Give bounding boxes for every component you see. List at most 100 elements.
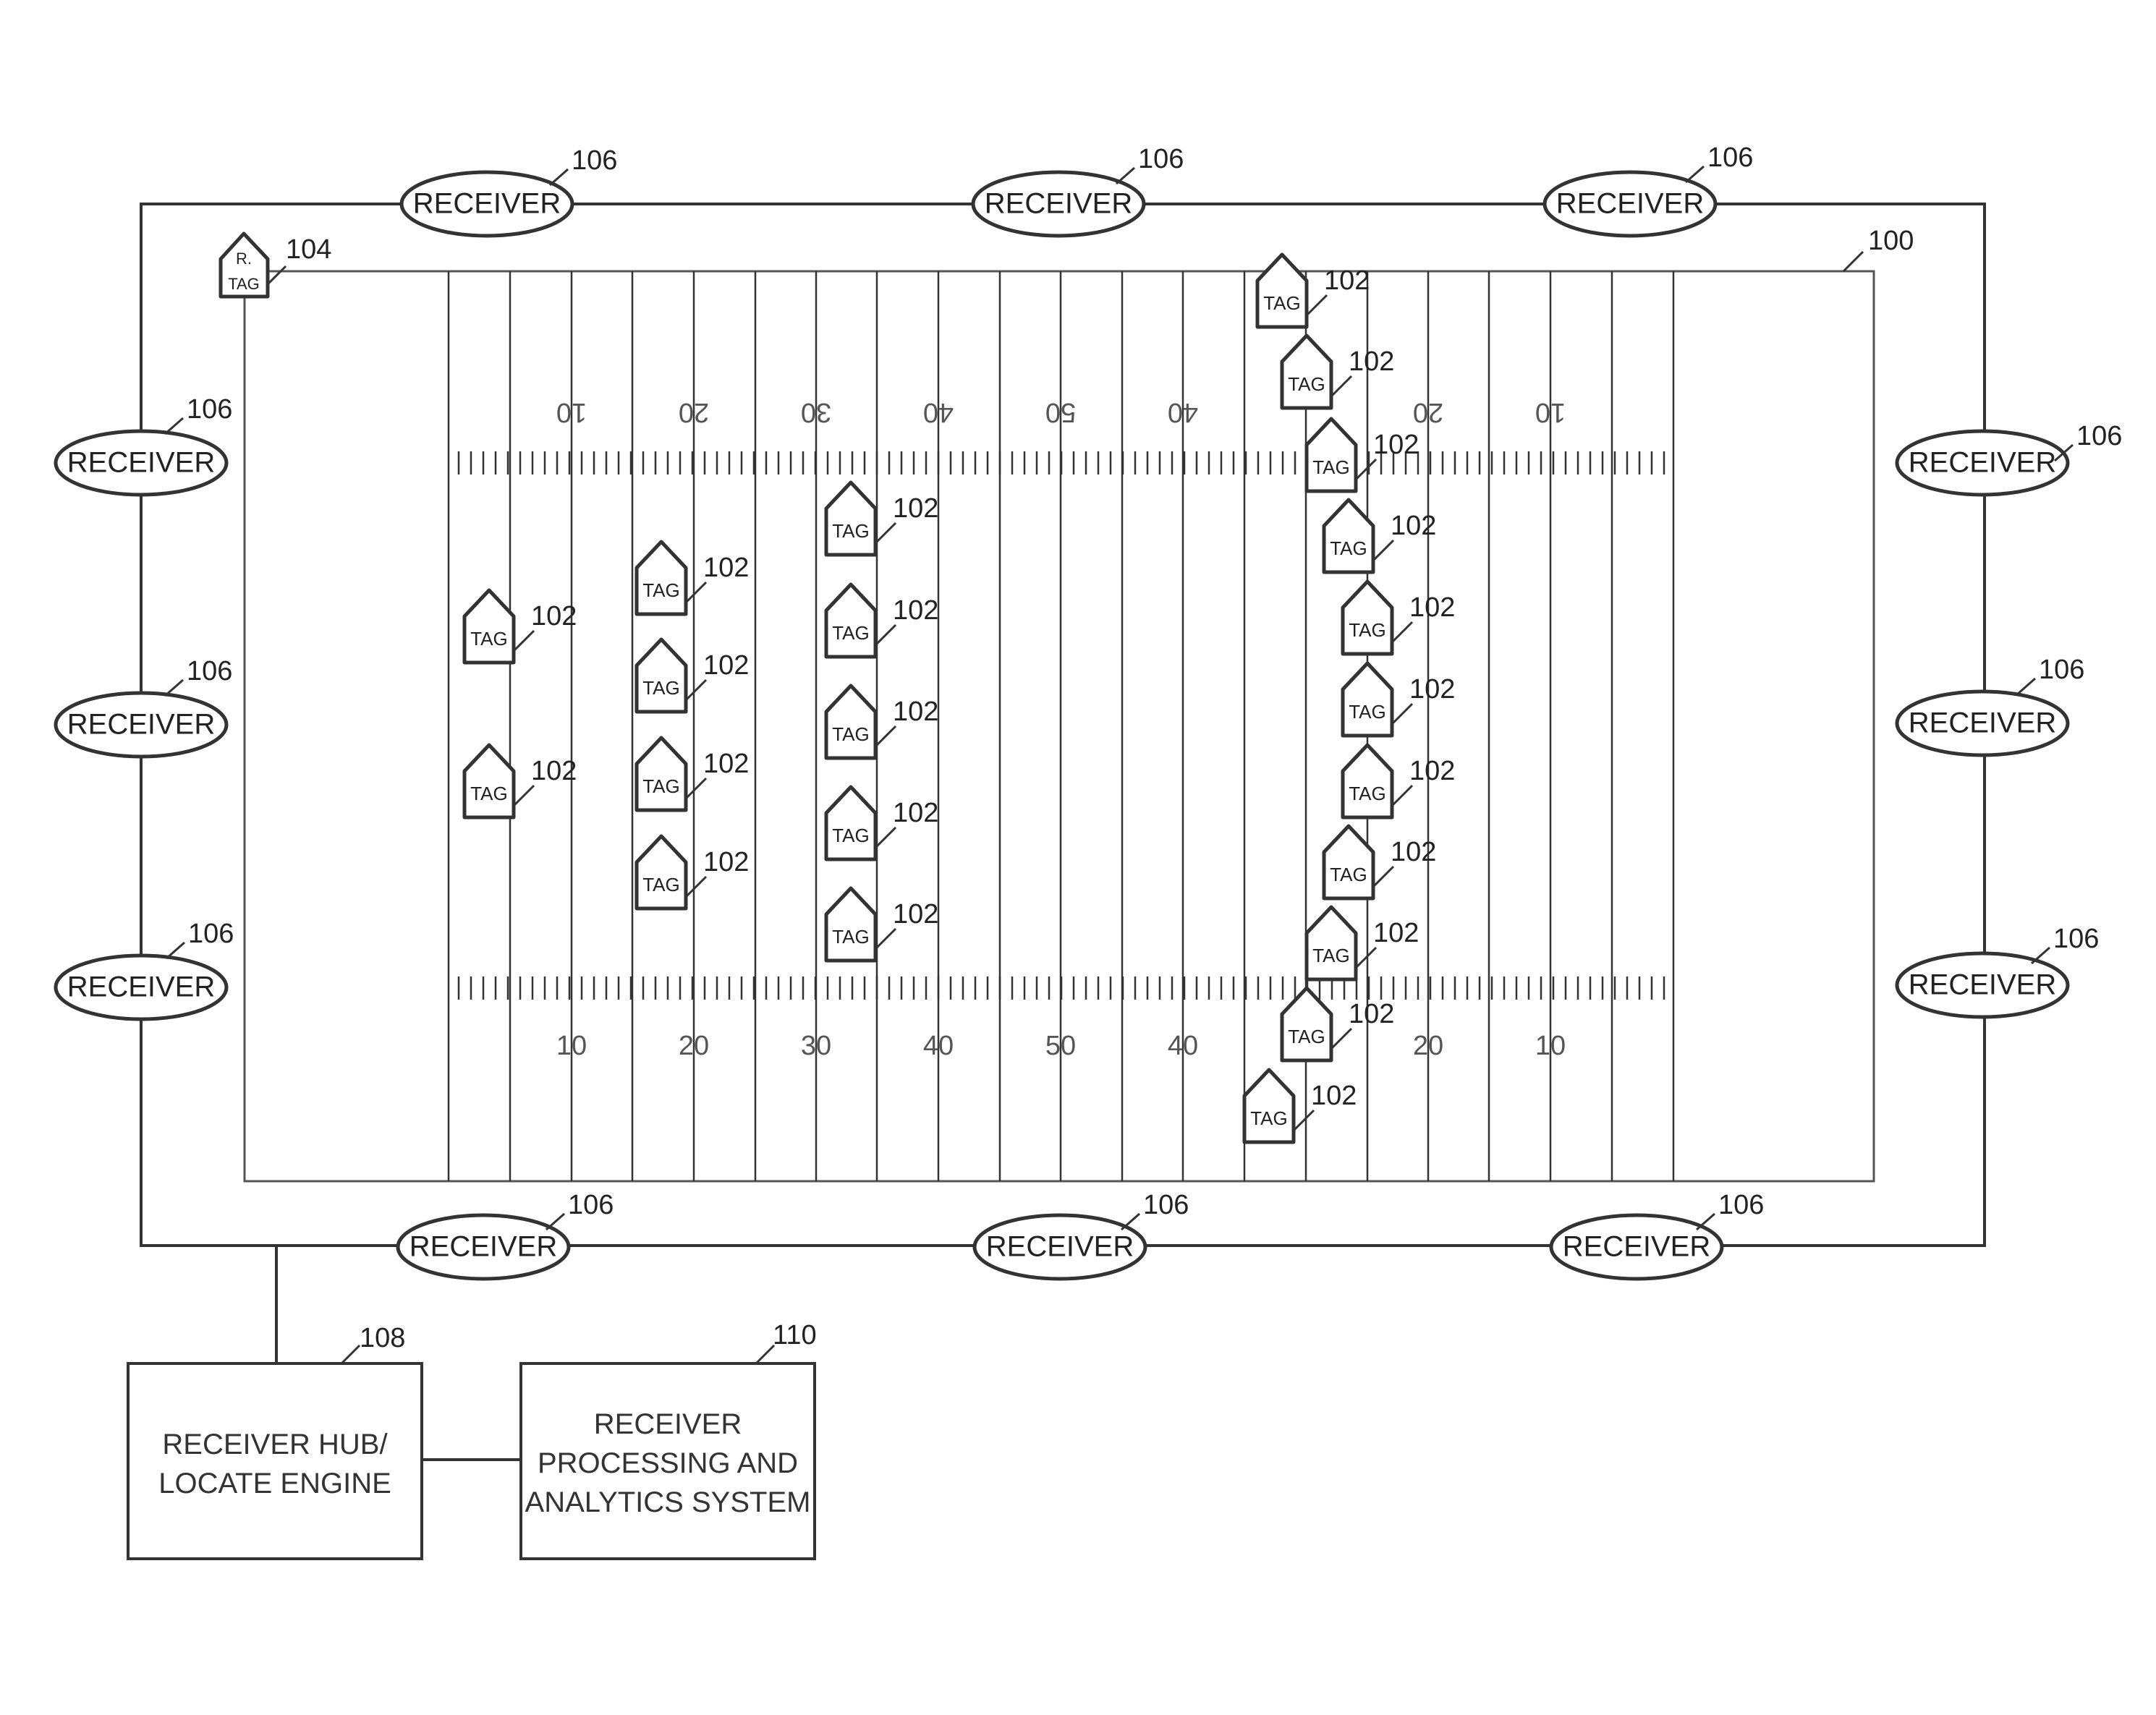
tag-ref-label: 102 [1409,674,1455,705]
tag-label: TAG [1288,373,1325,395]
receiver-leader [1686,166,1704,182]
receiver-ref-label: 106 [1718,1190,1764,1220]
tag-ref-label: 102 [1349,346,1394,377]
tag-ref-label: 102 [1373,430,1419,460]
yard-number-top: 30 [801,397,831,427]
analytics-system-box: RECEIVER PROCESSING AND ANALYTICS SYSTEM… [521,1320,817,1559]
tag-label: TAG [1288,1026,1325,1047]
tag-ref-label: 102 [703,553,749,583]
analytics-system-ref-label: 110 [773,1320,817,1350]
analytics-system-line2: PROCESSING AND [538,1447,798,1479]
receiver-leader [550,169,568,185]
tag-label: TAG [1250,1107,1288,1129]
receiver: RECEIVER106 [56,919,234,1019]
receiver: RECEIVER106 [1551,1190,1764,1279]
yard-number-bottom: 20 [679,1031,709,1061]
receiver-hub-line2: LOCATE ENGINE [158,1468,391,1499]
tag-label: TAG [642,677,680,699]
tag-ref-label: 102 [1391,511,1436,541]
yard-number-top: 40 [923,397,954,427]
tag-label: TAG [832,520,870,542]
receiver: RECEIVER 106 [56,656,232,757]
yard-number-top: 40 [1168,397,1198,427]
tag-ref-label: 102 [531,601,577,631]
tag-ref-label: 102 [703,847,749,877]
receiver-label: RECEIVER [1909,969,2057,1001]
tag-ref-label: 102 [531,756,577,786]
tag-label: TAG [1330,864,1367,885]
tag-label: TAG [642,775,680,797]
yard-number-top: 10 [1535,397,1566,427]
tag-label: TAG [1349,619,1386,641]
tag-label: TAG [832,926,870,948]
analytics-system-line1: RECEIVER [594,1408,742,1440]
receiver-label: RECEIVER [67,709,216,741]
receiver-leader [165,418,183,434]
tag-ref-label: 102 [893,595,938,626]
receiver-label: RECEIVER [1909,447,2057,479]
receiver-leader [165,680,183,696]
receiver: RECEIVER106 [56,394,232,495]
tag-label: TAG [832,622,870,644]
tag-label: TAG [470,628,508,650]
tag-ref-label: 102 [1324,265,1370,296]
yard-number-top: 10 [556,397,587,427]
yard-number-bottom: 20 [1413,1031,1443,1061]
tag-label: TAG [1312,945,1350,966]
tag-label: TAG [832,825,870,846]
tag-ref-label: 102 [1349,999,1394,1029]
receiver-leader [546,1214,564,1230]
tag-ref-label: 102 [893,493,938,524]
receiver-ref-label: 106 [2053,924,2099,954]
receiver-label: RECEIVER [413,188,561,220]
tag-ref-label: 102 [1409,756,1455,786]
receiver-hub-ref-label: 108 [360,1323,405,1353]
tag-label: TAG [642,874,680,895]
yard-number-top: 50 [1045,397,1076,427]
receiver-hub-line1: RECEIVER HUB/ [162,1429,388,1460]
playing-field: 1020304050402010 1020304050402010 [245,271,1874,1181]
receiver-ref-label: 106 [187,394,232,425]
field-ref-label: 100 [1868,226,1914,256]
yard-number-bottom: 10 [556,1031,587,1061]
analytics-system-leader [756,1345,774,1363]
receiver: RECEIVER 106 [975,1190,1189,1279]
receiver-hub-frame [128,1363,422,1559]
tag-shape [1257,255,1307,327]
receiver: RECEIVER106 [1897,655,2084,755]
receiver-label: RECEIVER [986,1231,1134,1263]
tag-ref-label: 102 [703,650,749,681]
receiver-ref-label: 106 [572,145,617,176]
yard-numbers-top: 1020304050402010 [556,397,1566,427]
yard-number-top: 20 [1413,397,1443,427]
tag-ref-label: 102 [1409,592,1455,623]
receiver-label: RECEIVER [985,188,1133,220]
tag-label: TAG [1349,701,1386,723]
receiver: RECEIVER106 [1897,421,2122,495]
receiver-leader [1116,168,1134,184]
analytics-system-line3: ANALYTICS SYSTEM [525,1486,811,1518]
tag-label: TAG [1312,456,1350,478]
receiver-ref-label: 106 [1143,1190,1189,1220]
yard-number-bottom: 30 [801,1031,831,1061]
receiver-label: RECEIVER [1563,1231,1711,1263]
reference-tag-line1: R. [236,250,252,268]
tag-label: TAG [1349,783,1386,804]
yard-number-bottom: 40 [923,1031,954,1061]
receiver: RECEIVER 106 [1897,924,2099,1017]
tag-label: TAG [1263,292,1301,314]
receiver-ref-label: 106 [1138,144,1184,174]
receiver-ref-label: 106 [2039,655,2084,685]
receiver-ref-label: 106 [1707,142,1753,173]
yard-number-bottom: 10 [1535,1031,1566,1061]
tag-ref-label: 102 [1311,1081,1357,1111]
tag-ref-label: 102 [1373,918,1419,948]
yard-number-bottom: 40 [1168,1031,1198,1061]
tag-label: TAG [1330,537,1367,559]
yard-numbers-bottom: 1020304050402010 [556,1031,1566,1061]
tag-ref-label: 102 [1391,837,1436,867]
receiver-hub-leader [341,1345,360,1363]
receiver-ref-label: 106 [187,656,232,686]
tag-ref-label: 102 [703,749,749,779]
